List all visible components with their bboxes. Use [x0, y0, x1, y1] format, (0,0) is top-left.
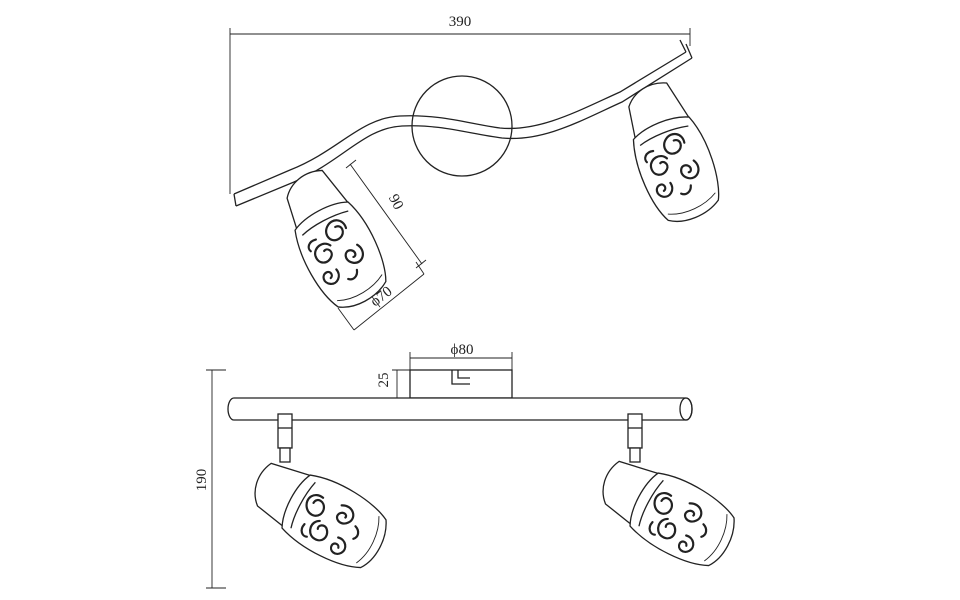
dim-total-width: 390 — [229, 14, 691, 194]
curved-arm — [233, 39, 693, 207]
dim-shade-height: 90 — [345, 159, 427, 269]
stem-left — [277, 413, 293, 463]
dim-label-90: 90 — [385, 192, 406, 213]
dim-label-190: 190 — [194, 469, 210, 492]
dim-label-390: 390 — [449, 14, 472, 30]
front-view: ϕ80 25 190 — [194, 342, 745, 589]
dim-total-height: 190 — [194, 369, 226, 589]
spot-head-front-right — [588, 447, 745, 576]
dim-label-25: 25 — [376, 373, 392, 388]
stem-right — [627, 413, 643, 463]
top-view: 390 90 — [229, 14, 730, 331]
bar-front — [227, 397, 693, 421]
base-plate-front — [409, 369, 513, 399]
dim-base-depth: 25 — [376, 369, 410, 399]
spot-head-front-left — [240, 449, 397, 578]
dim-label-d80: ϕ80 — [451, 342, 474, 358]
dim-base-diameter: ϕ80 — [409, 342, 513, 372]
